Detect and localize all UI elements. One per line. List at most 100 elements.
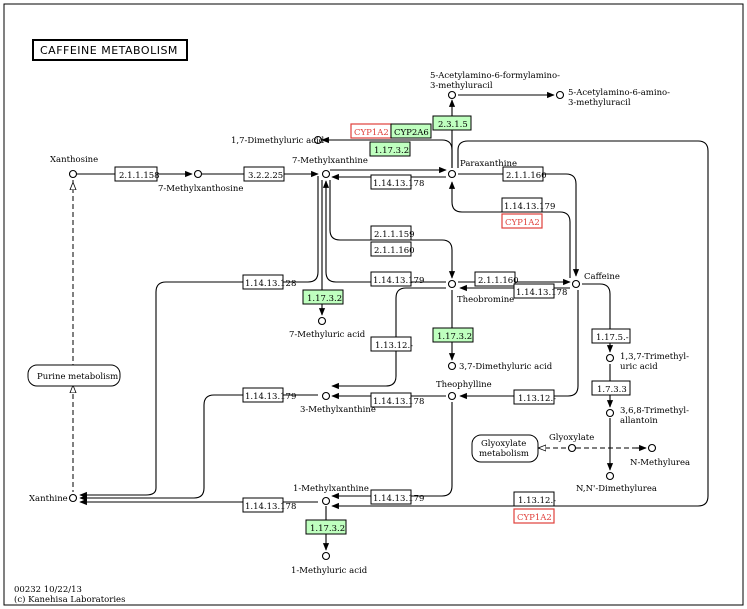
label-theobromine: Theobromine (457, 295, 514, 305)
map-footer: 00232 10/22/13 (c) Kanehisa Laboratories (14, 585, 125, 605)
map-link-glyoxylate-metabolism[interactable]: Glyoxylate metabolism (471, 434, 539, 463)
compound-1-methyluric-acid[interactable] (321, 551, 331, 561)
svg-text:CYP2A6: CYP2A6 (394, 128, 429, 138)
enzyme-1-13-12-a[interactable]: 1.13.12.- (370, 336, 413, 352)
enzyme-3-2-2-25[interactable]: 3.2.2.25 (243, 166, 285, 182)
label-xanthine: Xanthine (29, 494, 68, 504)
label-7-methylxanthosine: 7-Methylxanthosine (158, 184, 243, 194)
svg-text:CAFFEINE METABOLISM: CAFFEINE METABOLISM (40, 44, 178, 57)
svg-text:1.17.3.2: 1.17.3.2 (310, 524, 345, 534)
svg-text:1.13.12.-: 1.13.12.- (518, 496, 556, 506)
label-glyoxylate: Glyoxylate (549, 433, 594, 443)
label-acetylamino-amino-line1: 5-Acetylamino-6-amino- (568, 88, 670, 98)
enzyme-1-14-13-179-c[interactable]: 1.14.13.179 (242, 387, 296, 403)
enzyme-1-13-12-c[interactable]: 1.13.12.- (513, 491, 556, 507)
enzyme-cyp1a2-mid[interactable]: CYP1A2 (501, 213, 543, 229)
compound-7-methyluric-acid[interactable] (317, 316, 327, 326)
enzyme-boxes: 2.1.1.158 3.2.2.25 CYP1A2 CYP2A6 1.17.3.… (114, 115, 631, 535)
compound-3-methylxanthine[interactable] (321, 391, 331, 401)
svg-text:1.17.3.2: 1.17.3.2 (374, 146, 409, 156)
compound-1-methylxanthine[interactable] (321, 496, 331, 506)
svg-text:1.14.13.178: 1.14.13.178 (373, 179, 424, 189)
compound-7-methylxanthosine[interactable] (193, 169, 203, 179)
svg-text:1.14.13.128: 1.14.13.128 (245, 279, 296, 289)
svg-text:1.14.13.179: 1.14.13.179 (504, 202, 555, 212)
label-n-n-dimethylurea: N,N'-Dimethylurea (576, 484, 657, 494)
enzyme-cyp1a2-top[interactable]: CYP1A2 (350, 123, 392, 139)
enzyme-1-17-5[interactable]: 1.17.5.- (591, 328, 631, 344)
label-7-methylxanthine: 7-Methylxanthine (292, 156, 368, 166)
label-trimethyluric-line2: uric acid (620, 362, 658, 372)
enzyme-2-1-1-160-c[interactable]: 2.1.1.160 (474, 271, 519, 287)
map-link-glyoxylate-label-2: metabolism (479, 449, 529, 459)
label-trimethylallantoin-line1: 3,6,8-Trimethyl- (620, 406, 689, 416)
compound-3-6-8-trimethylallantoin[interactable] (605, 408, 615, 418)
svg-text:CYP1A2: CYP1A2 (517, 513, 552, 523)
enzyme-1-14-13-178-b[interactable]: 1.14.13.178 (513, 283, 567, 299)
compound-theophylline[interactable] (447, 391, 457, 401)
svg-text:1.13.12.-: 1.13.12.- (375, 341, 413, 351)
label-acetylamino-amino-line2: 3-methyluracil (568, 98, 631, 108)
compound-n-methylurea[interactable] (647, 443, 657, 453)
enzyme-1-14-13-178-d[interactable]: 1.14.13.178 (242, 497, 296, 513)
enzyme-1-17-3-2-bottom[interactable]: 1.17.3.2 (305, 519, 347, 535)
compound-xanthosine[interactable] (68, 169, 78, 179)
svg-text:1.13.12.-: 1.13.12.- (518, 394, 556, 404)
label-3-methylxanthine: 3-Methylxanthine (300, 405, 376, 415)
map-link-purine-label: Purine metabolism (37, 372, 118, 382)
enzyme-1-17-3-2-mid[interactable]: 1.17.3.2 (302, 289, 344, 305)
enzyme-1-17-3-2-top[interactable]: 1.17.3.2 (369, 141, 411, 157)
label-theophylline: Theophylline (436, 380, 492, 390)
svg-text:3.2.2.25: 3.2.2.25 (248, 171, 283, 181)
compound-acetylamino-formylamino-methyluracil[interactable] (447, 90, 457, 100)
enzyme-1-14-13-179-b[interactable]: 1.14.13.179 (370, 271, 424, 287)
enzyme-1-14-13-128[interactable]: 1.14.13.128 (242, 274, 296, 290)
label-trimethyluric-line1: 1,3,7-Trimethyl- (620, 352, 689, 362)
enzyme-cyp2a6[interactable]: CYP2A6 (390, 123, 432, 139)
svg-text:1.17.3.2: 1.17.3.2 (437, 332, 472, 342)
enzyme-1-14-13-179-d[interactable]: 1.14.13.179 (370, 489, 424, 505)
enzyme-1-13-12-b[interactable]: 1.13.12.- (513, 389, 556, 405)
enzyme-2-1-1-159[interactable]: 2.1.1.159 (370, 225, 415, 241)
compound-xanthine[interactable] (68, 493, 78, 503)
svg-text:1.14.13.178: 1.14.13.178 (373, 397, 424, 407)
compound-n-n-dimethylurea[interactable] (605, 471, 615, 481)
compound-paraxanthine[interactable] (447, 169, 457, 179)
enzyme-1-7-3-3[interactable]: 1.7.3.3 (591, 380, 631, 396)
svg-text:2.1.1.160: 2.1.1.160 (506, 171, 547, 181)
enzyme-2-1-1-160-a[interactable]: 2.1.1.160 (502, 166, 547, 182)
compound-glyoxylate[interactable] (567, 443, 577, 453)
svg-text:CYP1A2: CYP1A2 (354, 128, 389, 138)
enzyme-2-3-1-5[interactable]: 2.3.1.5 (432, 115, 472, 131)
svg-text:1.14.13.179: 1.14.13.179 (373, 494, 424, 504)
svg-text:1.14.13.178: 1.14.13.178 (245, 502, 296, 512)
svg-text:1.7.3.3: 1.7.3.3 (597, 385, 627, 395)
enzyme-cyp1a2-bottom[interactable]: CYP1A2 (513, 508, 555, 524)
footer-map-id: 00232 10/22/13 (14, 585, 82, 595)
enzyme-1-17-3-2-theo[interactable]: 1.17.3.2 (432, 327, 474, 343)
compound-caffeine[interactable] (571, 279, 581, 289)
label-caffeine: Caffeine (584, 272, 620, 282)
enzyme-1-14-13-178-c[interactable]: 1.14.13.178 (370, 392, 424, 408)
enzyme-2-1-1-158[interactable]: 2.1.1.158 (114, 166, 160, 182)
label-xanthosine: Xanthosine (50, 155, 98, 165)
reaction-edges (73, 91, 709, 551)
enzyme-2-1-1-160-b[interactable]: 2.1.1.160 (370, 241, 415, 257)
svg-text:1.14.13.179: 1.14.13.179 (373, 276, 424, 286)
compound-3-7-dimethyluric-acid[interactable] (447, 361, 457, 371)
label-1-methylxanthine: 1-Methylxanthine (293, 484, 369, 494)
map-title: CAFFEINE METABOLISM (32, 39, 188, 61)
map-link-purine-metabolism[interactable]: Purine metabolism (27, 364, 121, 387)
compound-7-methylxanthine[interactable] (321, 169, 331, 179)
label-paraxanthine: Paraxanthine (460, 159, 517, 169)
svg-text:2.1.1.160: 2.1.1.160 (478, 276, 519, 286)
compound-acetylamino-amino-methyluracil[interactable] (555, 90, 565, 100)
compound-1-3-7-trimethyluric-acid[interactable] (605, 353, 615, 363)
enzyme-1-14-13-178-a[interactable]: 1.14.13.178 (370, 174, 424, 190)
svg-text:2.3.1.5: 2.3.1.5 (438, 120, 468, 130)
compound-theobromine[interactable] (447, 279, 457, 289)
enzyme-1-14-13-179-a[interactable]: 1.14.13.179 (501, 197, 555, 213)
compound-1-7-dimethyluric-acid[interactable] (313, 135, 323, 145)
svg-text:CYP1A2: CYP1A2 (505, 218, 540, 228)
